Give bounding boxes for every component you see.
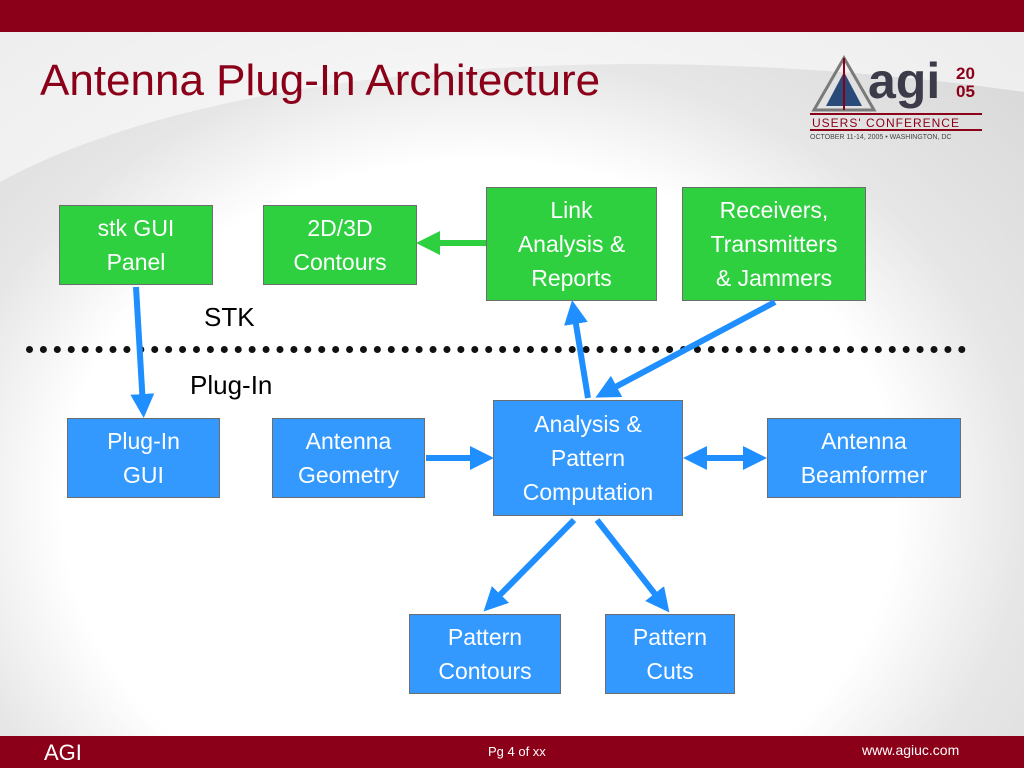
layer-divider: [26, 346, 966, 353]
background-swoosh: [0, 32, 1024, 182]
logo-year-top: 20: [956, 64, 975, 83]
slide-title: Antenna Plug-In Architecture: [40, 56, 601, 105]
footer-company: AGI: [44, 740, 82, 765]
logo-year-bottom: 05: [956, 82, 975, 101]
link-analysis-box: Link Analysis & Reports: [486, 187, 657, 301]
stk-layer-label: STK: [204, 302, 255, 332]
agi-conference-logo: agi 20 05 USERS' CONFERENCE OCTOBER 11-1…: [806, 48, 986, 148]
bottom-banner: [0, 736, 1024, 768]
antenna-geometry-box: Antenna Geometry: [272, 418, 425, 498]
plugin-layer-label: Plug-In: [190, 370, 273, 400]
antenna-beamformer-box: Antenna Beamformer: [767, 418, 961, 498]
logo-conference: USERS' CONFERENCE: [812, 116, 960, 130]
analysis-pattern-box: Analysis & Pattern Computation: [493, 400, 683, 516]
stk-gui-panel-box: stk GUI Panel: [59, 205, 213, 285]
pattern-cuts-box: Pattern Cuts: [605, 614, 735, 694]
receivers-box: Receivers, Transmitters & Jammers: [682, 187, 866, 301]
footer-page-number: Pg 4 of xx: [488, 744, 546, 759]
logo-dates: OCTOBER 11-14, 2005 • WASHINGTON, DC: [810, 134, 952, 141]
top-banner: [0, 0, 1024, 32]
footer-website: www.agiuc.com: [862, 742, 960, 758]
agi-triangle-icon: [810, 54, 982, 131]
logo-brand: agi: [868, 53, 941, 109]
plugin-gui-box: Plug-In GUI: [67, 418, 220, 498]
contours-2d3d-box: 2D/3D Contours: [263, 205, 417, 285]
pattern-contours-box: Pattern Contours: [409, 614, 561, 694]
